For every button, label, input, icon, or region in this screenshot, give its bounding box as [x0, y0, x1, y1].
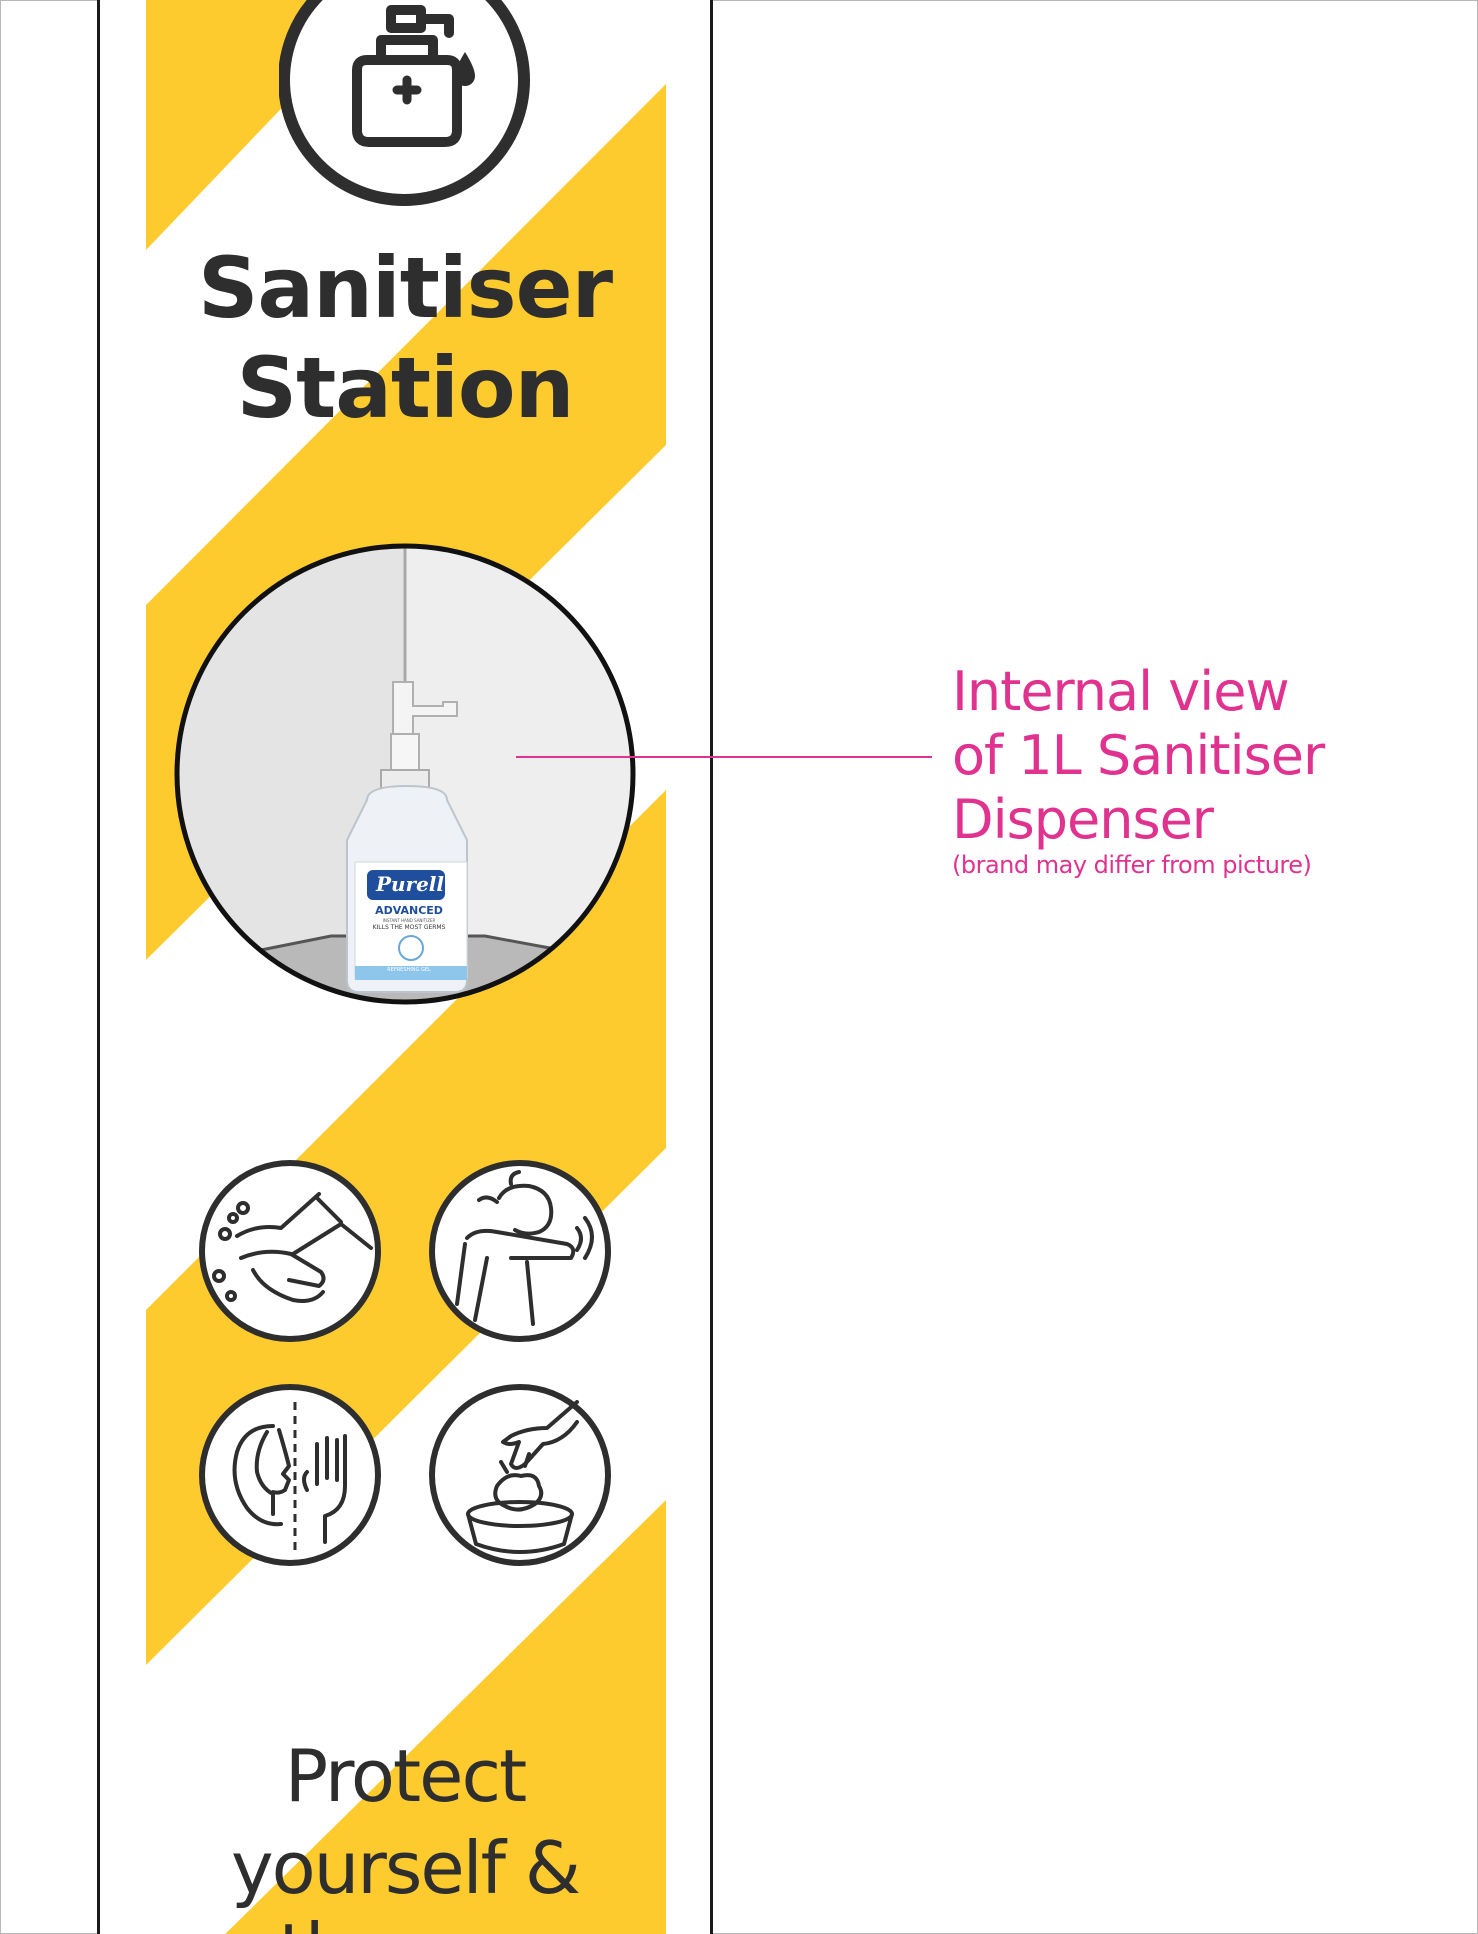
annotation-leader-line: [516, 756, 932, 758]
sanitiser-pump-icon: [279, 0, 530, 206]
bottle-brand-label: Purell: [375, 872, 445, 896]
sign-title-line-1: Sanitiser: [197, 239, 613, 337]
annotation-line-3: Dispenser: [952, 788, 1214, 851]
sanitiser-sign-panel: Sanitiser Station P: [99, 0, 711, 1934]
sign-title-line-2: Station: [236, 339, 575, 437]
sanitiser-bottle: [346, 681, 468, 993]
panel-left-edge: [97, 0, 100, 1934]
dispose-tissue-icon: [429, 1384, 611, 1566]
footer-line-1: Protect: [284, 1734, 528, 1818]
internal-view-circle: [174, 543, 636, 1005]
panel-right-edge: [710, 0, 713, 1934]
annotation-line-1: Internal view: [952, 660, 1290, 723]
wash-hands-icon: [199, 1160, 381, 1342]
annotation-line-2: of 1L Sanitiser: [952, 724, 1325, 787]
bottle-product-label: ADVANCED: [375, 904, 443, 917]
footer-line-2: yourself &: [230, 1826, 581, 1910]
sneeze-into-elbow-icon: [429, 1160, 611, 1342]
annotation-note: (brand may differ from picture): [952, 851, 1312, 879]
avoid-touching-face-icon: [199, 1384, 381, 1566]
bottle-gel-label: REFRESHING GEL: [387, 967, 431, 973]
stripe-4: [146, 1500, 666, 1934]
bottle-tagline-label: KILLS THE MOST GERMS: [372, 924, 446, 931]
bottle-subtitle-label: INSTANT HAND SANITIZER: [382, 918, 436, 923]
footer-line-3: those a: [99, 1914, 711, 1934]
